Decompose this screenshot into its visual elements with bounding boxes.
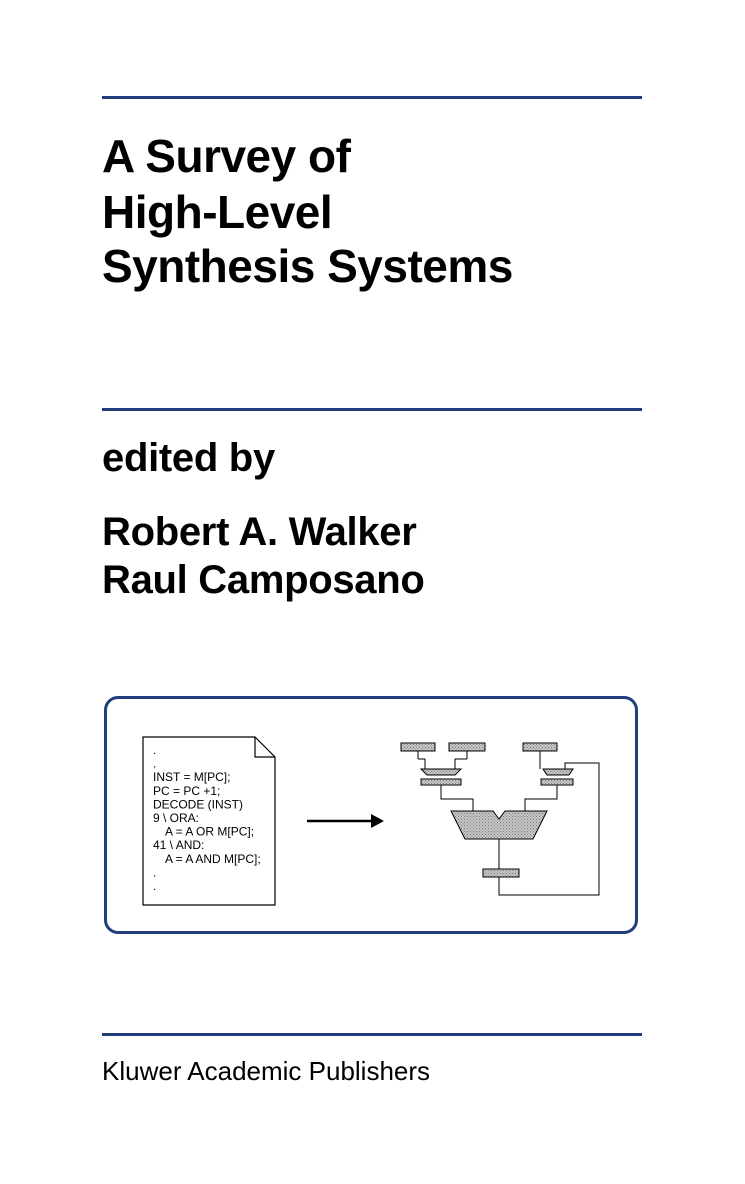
code-line: INST = M[PC]; xyxy=(153,770,230,784)
code-line: . xyxy=(153,757,156,771)
code-line: 9 \ ORA: xyxy=(153,811,199,825)
register-out xyxy=(482,868,520,878)
editor-name-2: Raul Camposano xyxy=(102,558,425,602)
code-line: . xyxy=(153,865,156,879)
code-line: DECODE (INST) xyxy=(153,797,243,811)
mux-right xyxy=(542,768,574,776)
code-line: A = A AND M[PC]; xyxy=(165,852,261,866)
top-rule xyxy=(102,96,642,99)
code-line: PC = PC +1; xyxy=(153,784,220,798)
code-page xyxy=(142,736,276,906)
datapath-diagram xyxy=(400,742,600,896)
code-line: A = A OR M[PC]; xyxy=(165,825,254,839)
register-1 xyxy=(400,742,436,752)
figure-box: ..INST = M[PC];PC = PC +1;DECODE (INST)9… xyxy=(104,696,638,934)
title-line-3: Synthesis Systems xyxy=(102,240,513,292)
code-listing: ..INST = M[PC];PC = PC +1;DECODE (INST)9… xyxy=(153,743,261,893)
edited-by-label: edited by xyxy=(102,436,275,480)
bottom-rule xyxy=(102,1033,642,1036)
title-line-2: High-Level xyxy=(102,186,333,238)
synthesis-figure: ..INST = M[PC];PC = PC +1;DECODE (INST)9… xyxy=(142,736,600,906)
mux-right-base xyxy=(540,778,574,786)
code-line: . xyxy=(153,743,156,757)
publisher-name: Kluwer Academic Publishers xyxy=(102,1056,431,1086)
title-line-1: A Survey of xyxy=(102,130,351,182)
arrow-head-icon xyxy=(371,814,384,828)
middle-rule xyxy=(102,408,642,411)
mux-left xyxy=(419,768,463,776)
code-line: 41 \ AND: xyxy=(153,838,204,852)
register-2 xyxy=(448,742,486,752)
code-line: . xyxy=(153,879,156,893)
editor-name-1: Robert A. Walker xyxy=(102,510,417,554)
mux-left-base xyxy=(420,778,462,786)
alu xyxy=(450,810,548,840)
page-fold xyxy=(254,737,275,758)
register-3 xyxy=(522,742,558,752)
